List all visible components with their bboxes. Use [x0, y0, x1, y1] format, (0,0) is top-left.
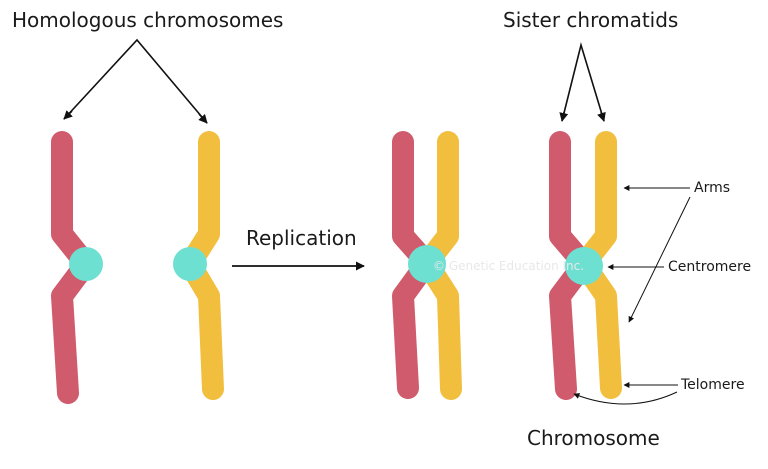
- homologous-arrow: [63, 38, 208, 124]
- chromosome-label: Chromosome: [527, 426, 660, 450]
- sister-arrow-right-head: [597, 111, 606, 122]
- sister-centromere: [565, 247, 603, 285]
- homologous-arrow-right-head: [198, 113, 208, 124]
- telomere-pointer-curve: [573, 391, 678, 405]
- replicated-centromere: [408, 245, 446, 283]
- sister-arrow: [561, 41, 605, 122]
- homologous-red-centromere: [69, 247, 103, 281]
- replication-label: Replication: [246, 226, 357, 250]
- homologous-yellow-centromere: [173, 247, 207, 281]
- sister-chromatids-label: Sister chromatids: [503, 8, 679, 32]
- arms-pointer-lower: [628, 196, 691, 323]
- homologous-arrow-left-head: [63, 110, 73, 120]
- watermark: © Genetic Education Inc.: [433, 259, 585, 273]
- centromere-label: Centromere: [668, 259, 752, 275]
- telomere-label: Telomere: [681, 377, 745, 393]
- homologous-label: Homologous chromosomes: [12, 8, 284, 32]
- arms-label: Arms: [694, 180, 731, 196]
- sister-arrow-left-head: [559, 111, 569, 122]
